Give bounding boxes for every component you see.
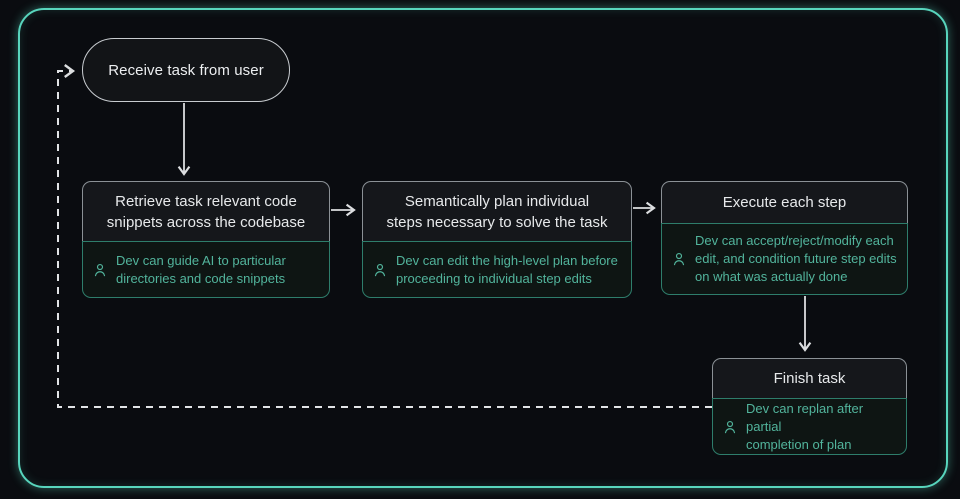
node-note-section: Dev can accept/reject/modify each edit, … <box>661 223 908 295</box>
node-receive-task-label: Receive task from user <box>108 61 264 79</box>
node-title-section: Execute each step <box>661 181 908 223</box>
node-title: Finish task <box>773 370 846 387</box>
node-note-section: Dev can replan after partial completion … <box>712 398 907 455</box>
node-execute-step: Execute each step Dev can accept/reject/… <box>661 181 908 295</box>
node-title-section: Semantically plan individual steps neces… <box>362 181 632 241</box>
node-note: Dev can edit the high-level plan before … <box>396 252 618 286</box>
person-icon <box>372 262 388 278</box>
node-receive-task: Receive task from user <box>82 38 290 102</box>
node-title: Semantically plan individual steps neces… <box>386 192 608 231</box>
node-note: Dev can accept/reject/modify each edit, … <box>695 233 897 284</box>
person-icon <box>722 419 738 435</box>
node-note: Dev can guide AI to particular directori… <box>116 252 286 286</box>
node-note-section: Dev can edit the high-level plan before … <box>362 241 632 298</box>
person-icon <box>92 262 108 278</box>
node-title: Execute each step <box>722 194 847 211</box>
node-title: Retrieve task relevant code snippets acr… <box>106 192 306 231</box>
node-note-section: Dev can guide AI to particular directori… <box>82 241 330 298</box>
node-plan-steps: Semantically plan individual steps neces… <box>362 181 632 298</box>
node-finish-task: Finish task Dev can replan after partial… <box>712 358 907 455</box>
person-icon <box>671 251 687 267</box>
node-title-section: Finish task <box>712 358 907 398</box>
node-note: Dev can replan after partial completion … <box>746 400 864 452</box>
node-retrieve-code: Retrieve task relevant code snippets acr… <box>82 181 330 298</box>
node-title-section: Retrieve task relevant code snippets acr… <box>82 181 330 241</box>
